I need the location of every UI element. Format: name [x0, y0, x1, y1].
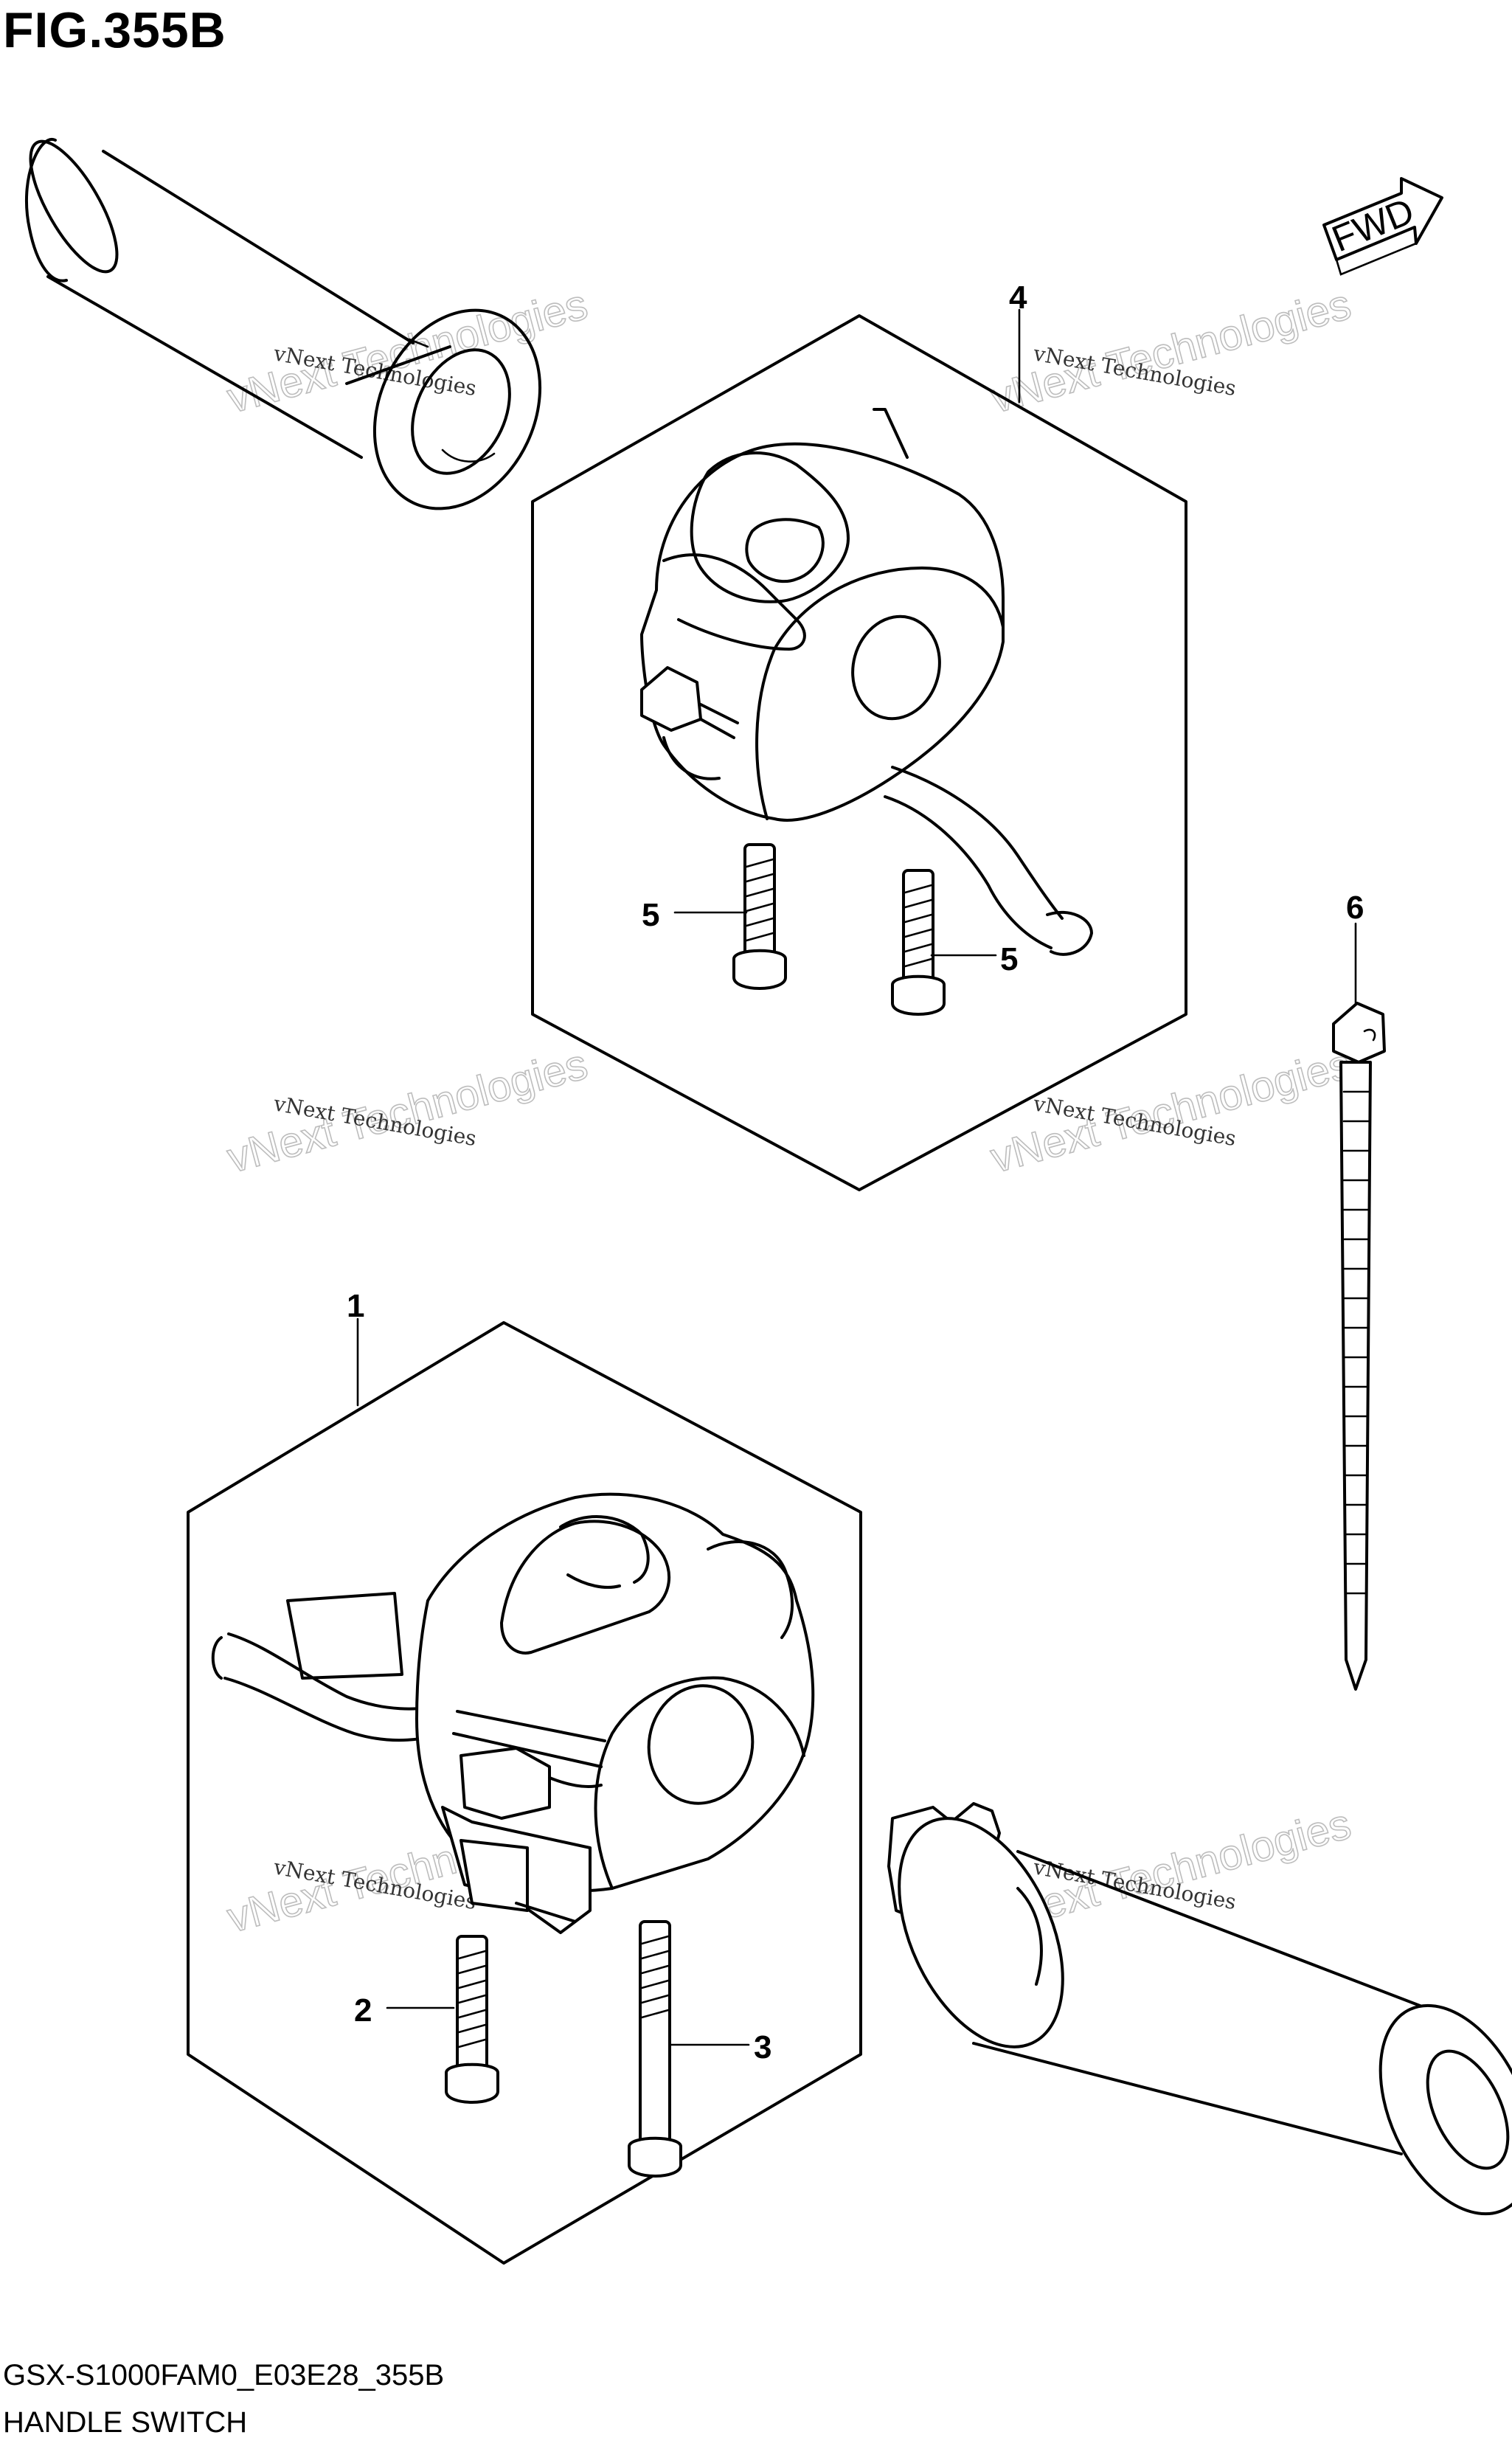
- watermark-4: vNext Technologies vNext Technologies: [985, 1039, 1356, 1182]
- callout-6: 6: [1346, 890, 1364, 926]
- callout-5-left: 5: [642, 897, 659, 933]
- fwd-label: FWD: [1326, 190, 1420, 260]
- watermark-2: vNext Technologies vNext Technologies: [985, 280, 1356, 423]
- hexagon-lower: [187, 1321, 862, 2265]
- callout-3: 3: [754, 2029, 771, 2065]
- figure-title: FIG.355B: [3, 2, 226, 58]
- watermark-3: vNext Technologies vNext Technologies: [222, 1039, 593, 1182]
- hexagon-upper: [531, 314, 1187, 1191]
- model-code: GSX-S1000FAM0_E03E28_355B: [3, 2359, 445, 2391]
- fwd-arrow-badge: FWD: [1322, 177, 1443, 276]
- left-switch-housing: [211, 1492, 815, 1934]
- figure-name: HANDLE SWITCH: [3, 2406, 248, 2439]
- screw-5-right: [891, 869, 946, 1016]
- left-handle-grip: [25, 137, 542, 510]
- callout-1: 1: [347, 1288, 364, 1324]
- callout-5-right: 5: [1000, 941, 1018, 977]
- right-handle-grip: [887, 1802, 1512, 2216]
- right-switch-housing: [640, 408, 1093, 956]
- watermark-1: vNext Technologies vNext Technologies: [222, 280, 593, 423]
- screw-2: [445, 1935, 499, 2104]
- callout-2: 2: [354, 1992, 372, 2029]
- callout-4: 4: [1009, 280, 1027, 316]
- cable-tie: [1332, 1002, 1386, 1691]
- screw-3: [628, 1920, 682, 2178]
- screw-5-left: [732, 843, 787, 990]
